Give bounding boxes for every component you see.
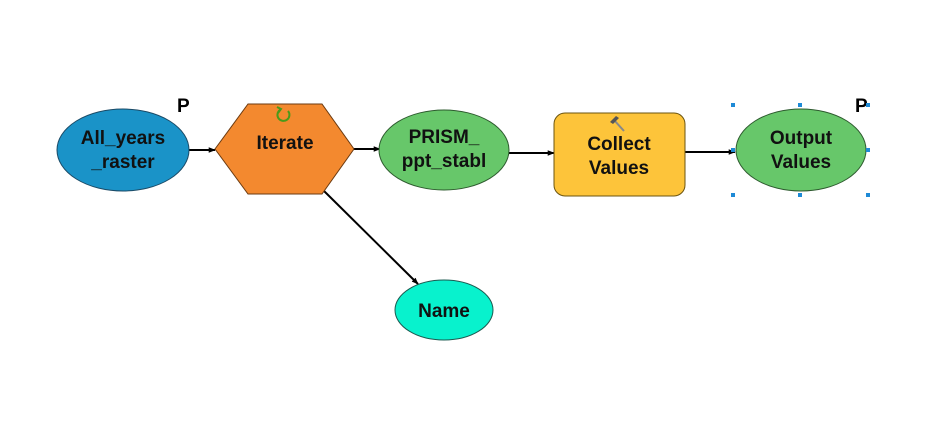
selection-handles bbox=[731, 103, 870, 197]
edge-iterate-to-name[interactable] bbox=[322, 189, 419, 285]
resize-handle-sw[interactable] bbox=[731, 193, 735, 197]
tool-shape bbox=[553, 112, 686, 197]
node-label-line-2: Values bbox=[589, 158, 649, 179]
resize-handle-s[interactable] bbox=[798, 193, 802, 197]
resize-handle-n[interactable] bbox=[798, 103, 802, 107]
node-label-line-2: _raster bbox=[90, 152, 155, 173]
node-label: Iterate bbox=[256, 133, 313, 154]
input-variable-shape bbox=[56, 108, 190, 192]
node-prism-ppt-stabl[interactable]: PRISM_ ppt_stabl bbox=[378, 109, 510, 191]
node-name[interactable]: Name bbox=[394, 279, 494, 341]
resize-handle-w[interactable] bbox=[731, 148, 735, 152]
loop-arrow-icon bbox=[276, 106, 291, 122]
parameter-flag: P bbox=[177, 96, 190, 117]
hammer-icon bbox=[610, 116, 625, 132]
node-label: Name bbox=[418, 301, 470, 322]
connectors bbox=[189, 146, 736, 285]
resize-handle-nw[interactable] bbox=[731, 103, 735, 107]
node-collect-values[interactable]: Collect Values bbox=[553, 112, 686, 197]
iterator-value-shape bbox=[394, 279, 494, 341]
iterator-shape bbox=[214, 103, 355, 195]
node-label-line-1: Output bbox=[770, 128, 833, 149]
node-label-line-2: Values bbox=[771, 152, 831, 173]
resize-handle-ne[interactable] bbox=[866, 103, 870, 107]
derived-data-shape bbox=[378, 109, 510, 191]
node-all-years-raster[interactable]: All_years _raster P bbox=[56, 96, 190, 192]
resize-handle-e[interactable] bbox=[866, 148, 870, 152]
node-output-values[interactable]: Output Values P bbox=[731, 96, 870, 197]
node-iterate[interactable]: Iterate bbox=[214, 103, 355, 195]
output-variable-shape bbox=[735, 108, 867, 192]
node-label-line-1: All_years bbox=[81, 128, 166, 149]
node-label-line-2: ppt_stabl bbox=[402, 151, 486, 172]
resize-handle-se[interactable] bbox=[866, 193, 870, 197]
node-label-line-1: PRISM_ bbox=[409, 127, 480, 148]
parameter-flag: P bbox=[855, 96, 868, 117]
node-label-line-1: Collect bbox=[587, 134, 651, 155]
